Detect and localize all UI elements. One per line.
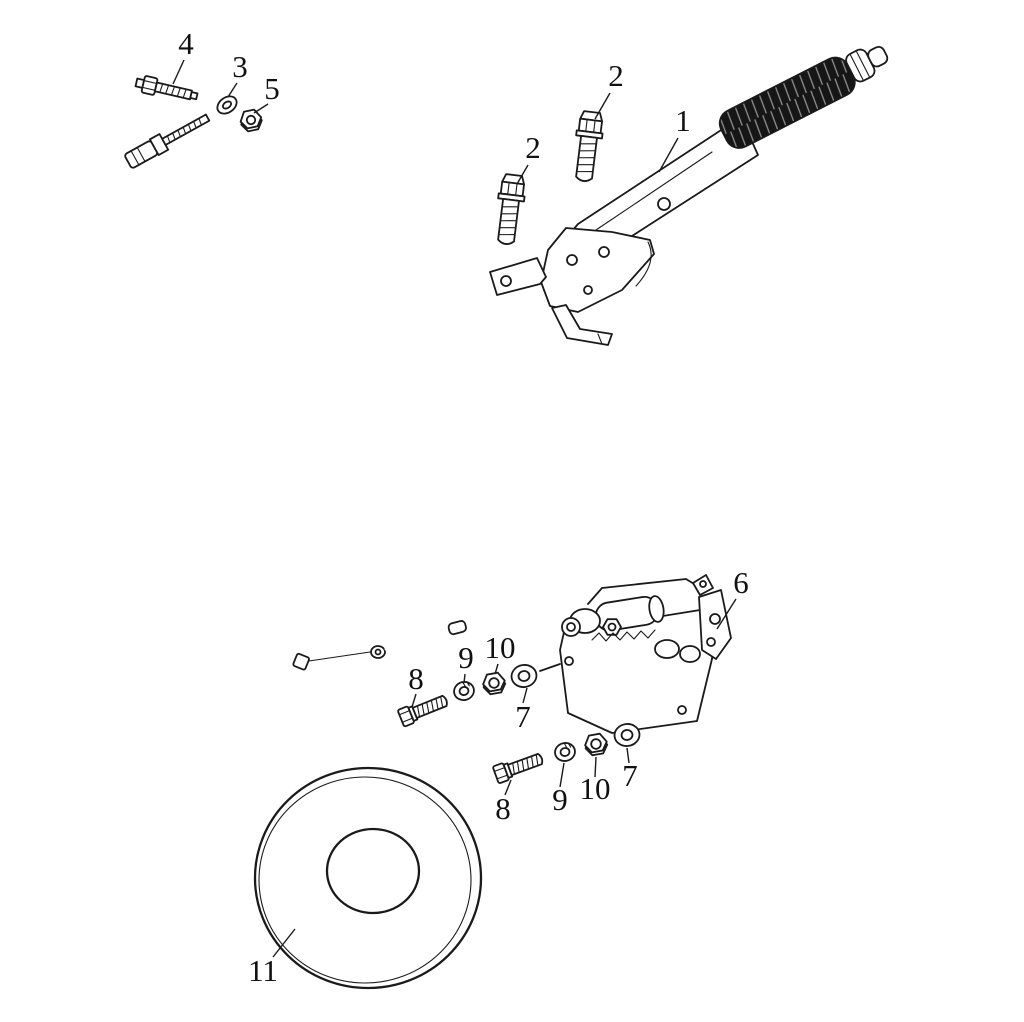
handbrake-lever-1 [489, 45, 889, 346]
bolt-8-row2 [491, 748, 546, 785]
caliper-assembly-6 [539, 574, 732, 734]
callout-1: 1 [675, 103, 691, 138]
mounting-foot [489, 257, 547, 296]
callout-10-row2: 10 [580, 771, 611, 806]
nut-5 [239, 108, 263, 133]
callout-2-upper: 2 [608, 58, 624, 93]
callout-11: 11 [248, 953, 278, 988]
hex-fitting [602, 618, 622, 636]
callout-10-row1: 10 [485, 630, 516, 665]
callout-labels: 1 2 2 3 4 5 6 7 7 8 8 9 9 10 10 11 [178, 26, 749, 988]
brake-disc-11 [253, 766, 483, 990]
callout-8-row1: 8 [408, 661, 424, 696]
adjuster-bolt-4 [134, 75, 199, 101]
callout-3: 3 [232, 49, 248, 84]
release-button [867, 45, 889, 68]
callout-2-lower: 2 [525, 130, 541, 165]
bolt-2-upper [569, 109, 606, 184]
bolt-8-row1 [396, 690, 451, 728]
callout-9-row2: 9 [552, 782, 568, 817]
return-spring [591, 629, 656, 642]
callout-4: 4 [178, 26, 194, 61]
bolt-2-lower [491, 172, 528, 247]
lever-grip [718, 45, 889, 149]
nut-10-row2 [582, 731, 610, 758]
callout-6: 6 [733, 565, 749, 600]
nut-10-row1 [480, 670, 508, 697]
washer-3 [216, 95, 238, 115]
callout-5: 5 [264, 71, 280, 106]
cable-end-rod-tip [447, 620, 467, 636]
lower-arm [551, 304, 613, 346]
callout-9-row1: 9 [458, 640, 474, 675]
cable-adjuster-fitting [124, 113, 211, 169]
lock-washer-9-row1 [451, 678, 477, 704]
cable-sheath-end-cap [292, 652, 310, 671]
callout-leader-lines [172, 59, 737, 958]
callout-7-row1: 7 [515, 699, 531, 734]
parking-brake-cable [100, 113, 467, 671]
callout-8-row2: 8 [495, 791, 511, 826]
lock-washer-9-row2 [552, 740, 578, 764]
flat-washer-7-row1 [508, 662, 540, 690]
callout-7-row2: 7 [622, 758, 638, 793]
